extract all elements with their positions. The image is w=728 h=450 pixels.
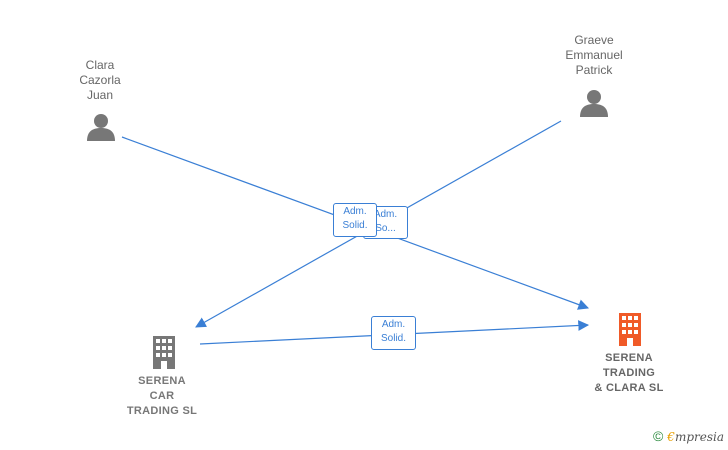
building-icon[interactable] (616, 312, 644, 346)
empresia-watermark: ©€mpresia (653, 428, 724, 444)
company-name-serena-car-trading[interactable]: SERENA CAR TRADING SL (126, 375, 198, 417)
person-name-graeve[interactable]: Graeve Emmanuel Patrick (565, 33, 623, 77)
building-icon[interactable] (150, 335, 178, 369)
company-name-serena-trading-clara[interactable]: SERENA TRADING & CLARA SL (594, 352, 664, 394)
copyright-symbol: © (652, 428, 664, 444)
person-icon[interactable] (86, 112, 116, 142)
brand-logo: €mpresia (667, 430, 724, 444)
person-icon[interactable] (579, 88, 609, 118)
edge-label-serena-car-to-serena-trading-clara: Adm. Solid. (371, 316, 416, 350)
edge-label-clara-to-serena-trading-clara: Adm. Solid. (333, 203, 377, 237)
person-name-clara[interactable]: Clara Cazorla Juan (79, 58, 121, 102)
